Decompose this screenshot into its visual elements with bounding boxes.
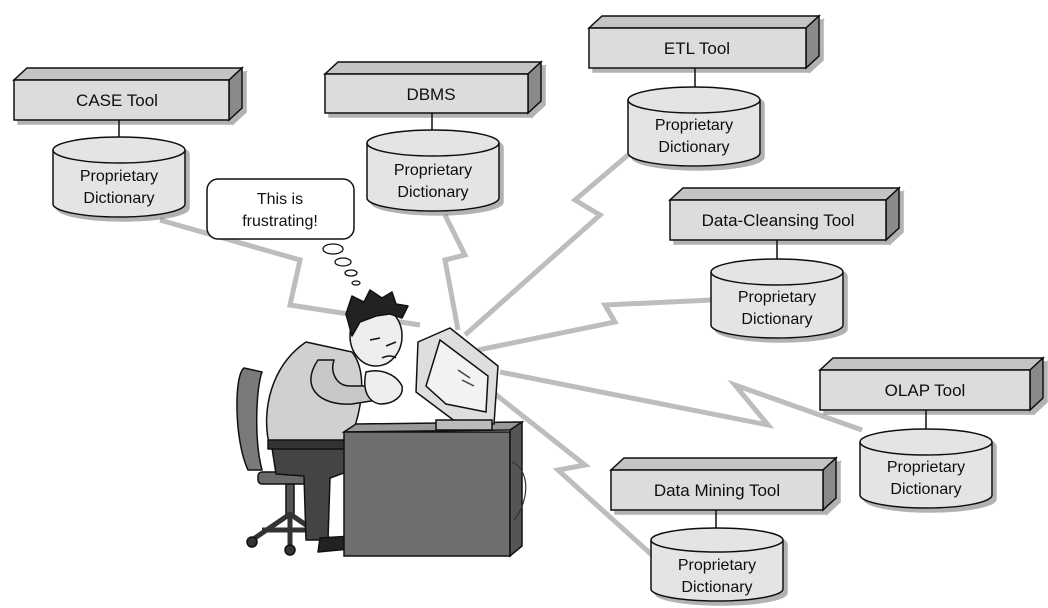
dictionary-case-line2: Dictionary: [83, 190, 154, 207]
desk: [341, 420, 527, 558]
computer-monitor: [415, 327, 499, 431]
dictionary-cleansing: Proprietary Dictionary: [710, 258, 844, 339]
thought-bubble-line1: This is: [257, 191, 303, 208]
dictionary-olap: Proprietary Dictionary: [859, 428, 993, 509]
connector-mining: [488, 388, 654, 557]
user-head: [345, 289, 409, 367]
dictionary-mining-line2: Dictionary: [681, 579, 752, 596]
tool-label-cleansing: Data-Cleansing Tool: [702, 211, 855, 230]
user-legs: [271, 439, 353, 541]
tool-box-dbms: DBMS: [323, 60, 543, 115]
tool-box-etl: ETL Tool: [587, 14, 821, 70]
thought-dot-1: [322, 243, 344, 255]
thought-bubble: This is frustrating!: [206, 178, 361, 286]
thought-dot-3: [344, 269, 358, 277]
dictionary-dbms: Proprietary Dictionary: [366, 129, 500, 212]
tool-label-olap: OLAP Tool: [885, 381, 966, 400]
dictionary-cleansing-line1: Proprietary: [738, 289, 816, 306]
dictionary-case: Proprietary Dictionary: [52, 136, 186, 218]
connector-dbms: [442, 213, 469, 331]
connector-etl: [463, 153, 630, 337]
dictionary-mining-line1: Proprietary: [678, 557, 756, 574]
tool-box-mining: Data Mining Tool: [609, 456, 838, 512]
tool-box-olap: OLAP Tool: [818, 356, 1045, 412]
tool-box-cleansing: Data-Cleansing Tool: [668, 186, 901, 242]
dictionary-dbms-line1: Proprietary: [394, 162, 472, 179]
tool-label-case: CASE Tool: [76, 91, 158, 110]
dictionary-dbms-line2: Dictionary: [397, 184, 468, 201]
user-hands: [364, 370, 403, 405]
dictionary-case-line1: Proprietary: [80, 168, 158, 185]
thought-dot-2: [334, 257, 352, 267]
thought-bubble-line2: frustrating!: [242, 213, 318, 230]
dictionary-etl-line1: Proprietary: [655, 117, 733, 134]
user-belt: [267, 439, 353, 450]
dictionary-olap-line2: Dictionary: [890, 481, 961, 498]
tool-label-etl: ETL Tool: [664, 39, 730, 58]
connector-cleansing: [477, 297, 713, 353]
dictionary-etl: Proprietary Dictionary: [627, 86, 761, 167]
dictionary-mining: Proprietary Dictionary: [650, 527, 784, 602]
connector-olap: [499, 369, 863, 433]
thought-dot-4: [351, 280, 361, 286]
dictionary-olap-line1: Proprietary: [887, 459, 965, 476]
tool-label-mining: Data Mining Tool: [654, 481, 780, 500]
dictionary-etl-line2: Dictionary: [658, 139, 729, 156]
tool-box-case: CASE Tool: [12, 66, 244, 122]
user-torso: [265, 341, 363, 449]
dictionary-cleansing-line2: Dictionary: [741, 311, 812, 328]
tool-label-dbms: DBMS: [406, 85, 455, 104]
